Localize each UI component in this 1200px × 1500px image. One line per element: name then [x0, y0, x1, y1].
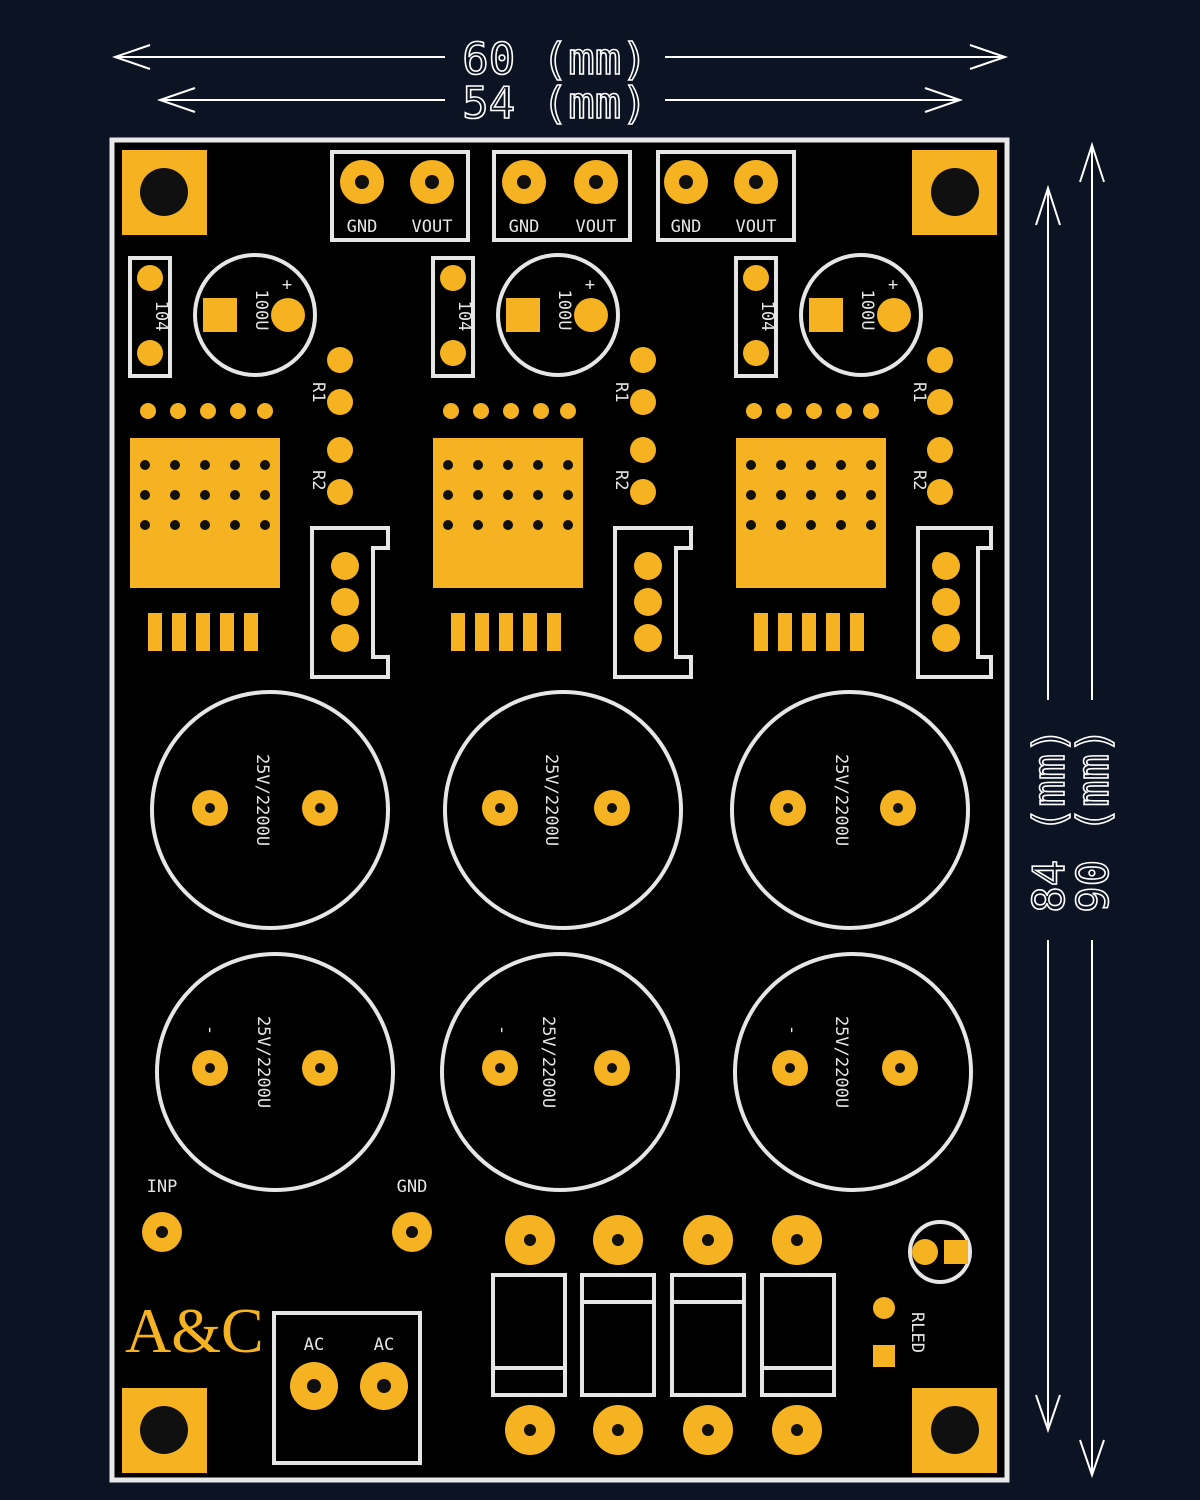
big-cap-6: 25V/2200U - — [733, 952, 973, 1192]
pot-label-r1: R1 — [909, 382, 929, 402]
inp-label: INP — [147, 1177, 178, 1197]
pcb-board — [109, 137, 1010, 1483]
dimension-lines — [111, 44, 1105, 1479]
pot-label-r2: R2 — [308, 470, 328, 490]
connector-1-gnd-label: GND — [347, 217, 378, 237]
big-cap-label: 25V/2200U — [831, 754, 851, 846]
pot-label-r1: R1 — [308, 382, 328, 402]
big-cap-minus: - — [492, 1025, 512, 1035]
dimension-side-inner: 84 (mm) — [1024, 727, 1075, 912]
elec-cap-label: 100U — [857, 290, 877, 331]
output-connector-1: GND VOUT — [330, 150, 470, 242]
big-cap-2: 25V/2200U — [443, 690, 683, 930]
connector-1-vout-label: VOUT — [412, 217, 453, 237]
output-connector-3: GND VOUT — [656, 150, 796, 242]
filter-capacitors: 25V/2200U 25V/2200U 25V/2200U 25V/2200U … — [150, 690, 973, 1192]
big-cap-5: 25V/2200U - — [440, 952, 680, 1192]
regulator-channel-2: 104 100U + R1 R2 — [431, 253, 693, 679]
pot-label-r2: R2 — [611, 470, 631, 490]
gnd-label: GND — [397, 1177, 428, 1197]
connector-2-vout-label: VOUT — [576, 217, 617, 237]
small-cap-label: 104 — [454, 301, 474, 332]
connector-3-vout-label: VOUT — [736, 217, 777, 237]
led: RLED — [873, 1220, 972, 1367]
regulator-channel-1: 104 100U + R1 R2 — [128, 253, 390, 679]
big-cap-4: 25V/2200U - — [155, 952, 395, 1192]
elec-cap-label: 100U — [251, 290, 271, 331]
rectifier-diodes — [491, 1215, 836, 1455]
small-cap-label: 104 — [151, 301, 171, 332]
pot-label-r1: R1 — [611, 382, 631, 402]
big-cap-3: 25V/2200U — [730, 690, 970, 930]
led-label: RLED — [907, 1312, 927, 1353]
big-cap-label: 25V/2200U — [538, 1016, 558, 1108]
pot-label-r2: R2 — [909, 470, 929, 490]
dimension-side-outer: 90 (mm) — [1068, 727, 1119, 912]
elec-cap-label: 100U — [554, 290, 574, 331]
big-cap-1: 25V/2200U — [150, 690, 390, 930]
big-cap-label: 25V/2200U — [252, 754, 272, 846]
elec-cap-plus: + — [888, 275, 898, 295]
big-cap-label: 25V/2200U — [541, 754, 561, 846]
dimension-top-outer: 60 (mm) — [462, 34, 647, 85]
regulator-channel-3: 104 100U + R1 R2 — [734, 253, 993, 679]
big-cap-minus: - — [200, 1025, 220, 1035]
mounting-holes — [122, 150, 997, 1473]
small-cap-label: 104 — [757, 301, 777, 332]
connector-2-gnd-label: GND — [509, 217, 540, 237]
dimension-top-inner: 54 (mm) — [462, 78, 647, 129]
ac-label-2: AC — [374, 1335, 394, 1355]
output-connector-2: GND VOUT — [492, 150, 632, 242]
connector-3-gnd-label: GND — [671, 217, 702, 237]
ac-label-1: AC — [304, 1335, 324, 1355]
big-cap-label: 25V/2200U — [253, 1016, 273, 1108]
elec-cap-plus: + — [282, 275, 292, 295]
ac-input-connector: AC AC — [272, 1311, 422, 1465]
logo: A&C — [125, 1295, 264, 1366]
big-cap-minus: - — [782, 1025, 802, 1035]
big-cap-label: 25V/2200U — [831, 1016, 851, 1108]
elec-cap-plus: + — [585, 275, 595, 295]
